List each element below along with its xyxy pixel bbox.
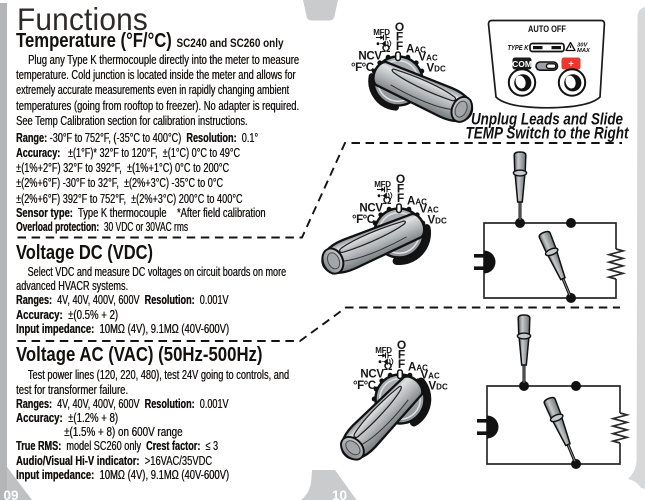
svg-text:TEMP Switch to the Right: TEMP Switch to the Right bbox=[466, 125, 630, 143]
svg-text:TYPE K: TYPE K bbox=[508, 45, 530, 52]
svg-text:Unplug Leads and Slide: Unplug Leads and Slide bbox=[471, 110, 623, 128]
svg-text:O: O bbox=[395, 20, 404, 34]
svg-text:AAC: AAC bbox=[406, 44, 426, 56]
svg-text:VDC: VDC bbox=[428, 215, 447, 227]
svg-text:MAX: MAX bbox=[577, 48, 591, 54]
svg-text:AAC: AAC bbox=[408, 362, 428, 374]
svg-text:10: 10 bbox=[332, 488, 347, 500]
svg-text:VAC: VAC bbox=[420, 204, 439, 216]
svg-text:°F°C: °F°C bbox=[352, 214, 375, 226]
svg-text:NCV: NCV bbox=[358, 51, 382, 63]
svg-text:F: F bbox=[396, 39, 403, 53]
svg-text:AUTO OFF: AUTO OFF bbox=[528, 24, 566, 34]
svg-text:Ω: Ω bbox=[382, 43, 391, 55]
svg-text:Ω: Ω bbox=[383, 195, 392, 207]
svg-text:°F°C: °F°C bbox=[351, 62, 374, 74]
svg-text:O: O bbox=[396, 172, 405, 186]
svg-text:Ω: Ω bbox=[384, 361, 393, 373]
svg-text:MFD: MFD bbox=[373, 28, 390, 37]
svg-text:VAC: VAC bbox=[419, 52, 438, 64]
svg-text:MFD: MFD bbox=[374, 180, 391, 189]
svg-text:F: F bbox=[398, 348, 405, 362]
svg-text:VAC: VAC bbox=[421, 370, 440, 382]
svg-text:F: F bbox=[398, 357, 405, 371]
svg-text:°F°C: °F°C bbox=[353, 380, 376, 392]
svg-text:VDC: VDC bbox=[427, 63, 446, 75]
svg-text:AAC: AAC bbox=[407, 196, 427, 208]
svg-text:VDC: VDC bbox=[429, 381, 448, 393]
svg-text:F: F bbox=[397, 191, 404, 205]
svg-text:O: O bbox=[397, 338, 406, 352]
svg-text:NCV: NCV bbox=[360, 369, 384, 381]
svg-text:F: F bbox=[397, 182, 404, 196]
svg-text:NCV: NCV bbox=[359, 203, 383, 215]
svg-text:COM: COM bbox=[512, 59, 532, 69]
svg-text:30V: 30V bbox=[577, 43, 588, 49]
svg-text:MFD: MFD bbox=[375, 346, 392, 355]
svg-text:F: F bbox=[396, 30, 403, 44]
svg-text:+: + bbox=[568, 59, 573, 69]
